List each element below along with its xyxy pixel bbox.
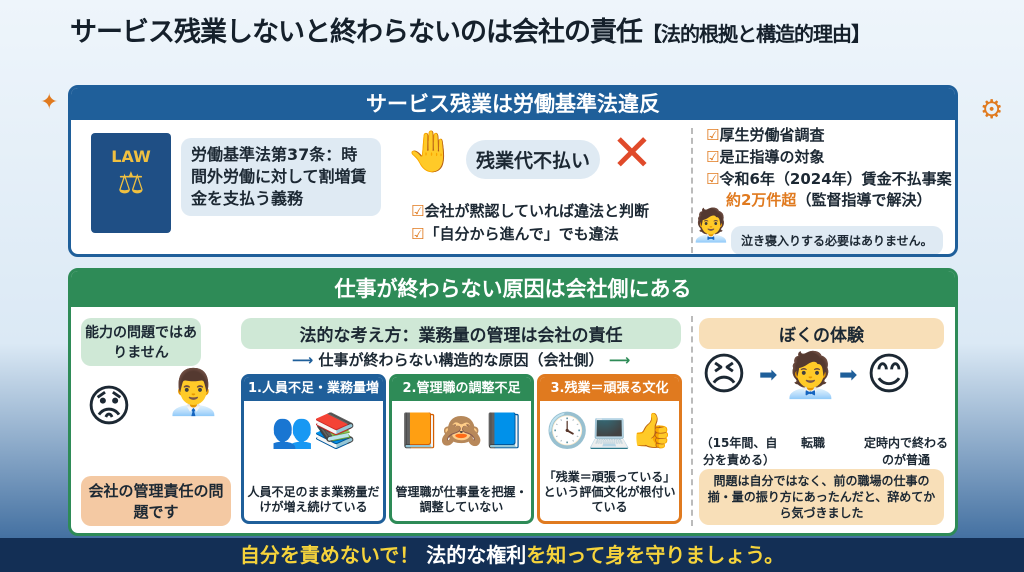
check-text: 厚生労働省調査 (719, 126, 825, 144)
cause-title: 3.残業＝頑張る文化 (540, 377, 679, 401)
legal-view-pill: 法的な考え方：業務量の管理は会社の責任 (241, 318, 681, 349)
company-cause-panel: 仕事が終わらない原因は会社側にある 能力の問題ではありません 😟 👨‍💼 会社の… (68, 268, 958, 536)
divider (691, 316, 693, 526)
page-title: サービス残業しないと終わらないのは会社の責任【法的根拠と構造的理由】 (70, 10, 871, 49)
section1-header: サービス残業は労働基準法違反 (71, 88, 955, 120)
law-violation-panel: サービス残業は労働基準法違反 LAW⚖ 労働基準法第37条：時間外労働に対して割… (68, 85, 958, 257)
divider (691, 128, 693, 253)
cause-title: 1.人員不足・業務量増 (244, 377, 383, 401)
cross-icon: ✕ (611, 124, 653, 182)
manager-icon: 👨‍💼 (166, 367, 221, 418)
not-ability-bubble: 能力の問題ではありません (81, 318, 201, 366)
clock-laptop-thumbsup-icon: 🕓💻👍 (545, 411, 673, 451)
stat-note: （監督指導で解決） (796, 191, 932, 209)
check-item: ☑「自分から進んで」でも違法 (411, 225, 619, 243)
footer-banner: 自分を責めないで！ 法的な権利を知って身を守りましょう。 (0, 538, 1024, 572)
title-sub: 【法的根拠と構造的理由】 (642, 22, 871, 46)
experience-conclusion: 問題は自分ではなく、前の職場の仕事の揃・量の振り方にあったんだと、辞めてから気づ… (699, 469, 944, 525)
arrow-right-icon: ➡ (839, 363, 858, 388)
check-text: 是正指導の対象 (719, 148, 825, 166)
cause-text: 管理職が仕事量を把握・調整していない (395, 485, 528, 514)
cause-card-3: 3.残業＝頑張る文化 🕓💻👍 「残業＝頑張っている」という評価文化が根付いている (537, 374, 682, 524)
structural-cause-label: 仕事が終わらない構造的な原因（会社側） (318, 351, 604, 369)
cause-text: 「残業＝頑張っている」という評価文化が根付いている (543, 470, 676, 514)
businessman-icon: 🧑‍💼 (691, 206, 731, 244)
stat-value: 約2万件超 (726, 191, 797, 209)
cause-title: 2.管理職の調整不足 (392, 377, 531, 401)
cause-text: 人員不足のまま業務量だけが増え続けている (247, 485, 380, 514)
gear-icon: ⚙ (980, 95, 1004, 125)
experience-step: 転職 (800, 436, 825, 450)
stat-highlight: 約2万件超（監督指導で解決） (726, 189, 931, 211)
sparkle-icon: ✦ (40, 90, 59, 115)
law-book-icon: LAW⚖ (91, 133, 171, 233)
title-main: サービス残業しないと終わらないのは会社の責任 (70, 17, 643, 48)
advice-bubble: 泣き寝入りする必要はありません。 (731, 226, 943, 254)
unpaid-overtime-speech: 残業代不払い (466, 140, 601, 179)
stressed-worker-icon: 😣 (701, 349, 747, 400)
check-text: 「自分から進んで」でも違法 (424, 225, 619, 243)
law-article-text: 労働基準法第37条：時間外労働に対して割増賃金を支払う義務 (181, 138, 381, 216)
book-label: LAW (111, 147, 151, 166)
staff-and-documents-icon: 👥📚 (271, 411, 356, 451)
hand-icon: 🤚 (406, 129, 456, 175)
happy-worker-icon: 😊 (866, 349, 912, 400)
section2-header: 仕事が終わらない原因は会社側にある (71, 271, 955, 307)
check-item: ☑厚生労働省調査 (706, 126, 825, 144)
cause-card-2: 2.管理職の調整不足 📙🙈📘 管理職が仕事量を把握・調整していない (389, 374, 534, 524)
arrow-right-icon: ➡ (759, 363, 778, 388)
scales-icon: ⚖ (117, 166, 145, 201)
check-text: 令和6年（2024年）賃金不払事案 (719, 170, 952, 188)
arrow-right-icon: ⟶ (291, 351, 319, 369)
footer-text: を知って身を守りましょう。 (526, 543, 785, 567)
check-item: ☑会社が黙認していれば違法と判断 (411, 202, 650, 220)
experience-step: （15年間、自分を責める） (700, 436, 778, 467)
job-change-worker-icon: 🧑‍💼 (783, 350, 838, 401)
experience-step: 定時内で終わるのが普通 (863, 436, 948, 467)
blindfolded-manager-icon: 📙🙈📘 (397, 411, 525, 451)
footer-text: 自分を責めないで！ (239, 543, 427, 567)
experience-title: ぼくの体験 (699, 318, 944, 349)
worried-worker-icon: 😟 (86, 381, 132, 432)
check-text: 会社が黙認していれば違法と判断 (424, 202, 650, 220)
management-responsibility-box: 会社の管理責任の問題です (81, 476, 231, 526)
arrow-right-icon: ⟶ (603, 351, 631, 369)
structural-cause-row: ⟶ 仕事が終わらない構造的な原因（会社側） ⟶ (241, 349, 681, 370)
check-item: ☑令和6年（2024年）賃金不払事案 (706, 170, 952, 188)
check-item: ☑是正指導の対象 (706, 148, 825, 166)
footer-emphasis: 法的な権利 (426, 543, 527, 567)
cause-card-1: 1.人員不足・業務量増 👥📚 人員不足のまま業務量だけが増え続けている (241, 374, 386, 524)
